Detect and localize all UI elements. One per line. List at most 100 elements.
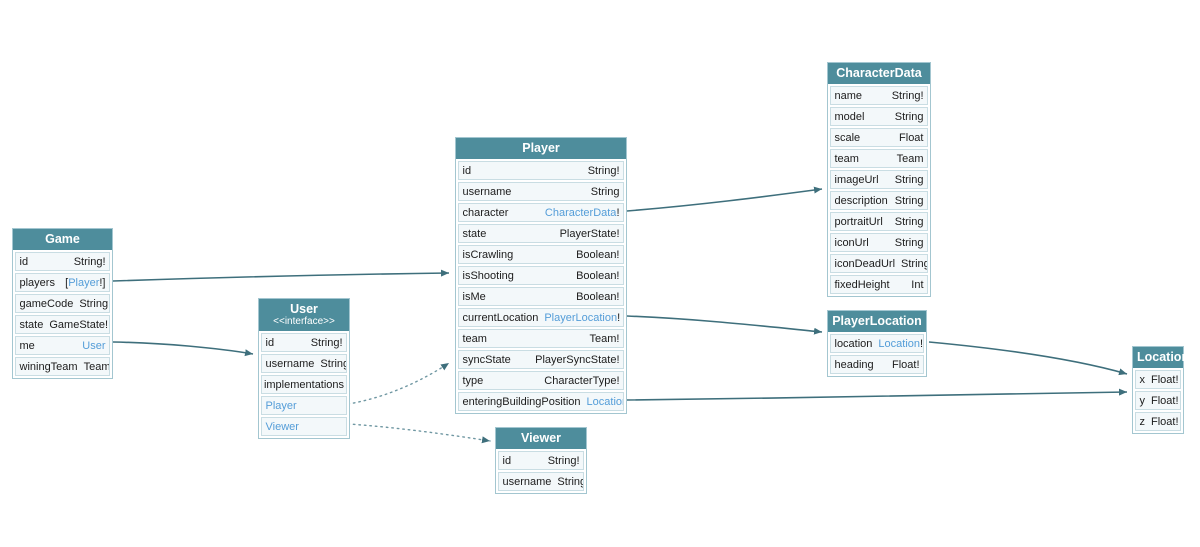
field-name: enteringBuildingPosition [462,395,581,408]
type-text: String! [891,89,924,102]
type-text: Team [896,152,924,165]
field-name: isCrawling [462,248,514,261]
field-row-characterdata-team[interactable]: team Team [830,149,928,168]
type-link[interactable]: CharacterData [544,206,617,219]
type-text: !] [99,276,106,289]
field-name: state [462,227,487,240]
field-row-playerlocation-location[interactable]: location Location! [830,334,924,353]
type-title-characterdata[interactable]: CharacterData [828,63,930,84]
type-text: Float! [1151,415,1179,428]
type-title-player[interactable]: Player [456,138,626,159]
field-name: syncState [462,353,511,366]
type-title-viewer[interactable]: Viewer [496,428,586,449]
type-title-text: Player [522,141,560,155]
field-row-player-currentlocation[interactable]: currentLocation PlayerLocation! [458,308,624,327]
type-link[interactable]: Location [878,337,921,350]
field-type: Float! [1151,374,1179,386]
field-row-player-enteringbuildingposition[interactable]: enteringBuildingPosition Location [458,392,624,411]
field-row-characterdata-imageurl[interactable]: imageUrl String [830,170,928,189]
field-name: players [19,276,55,289]
type-text: Float! [1151,373,1179,386]
field-type: PlayerLocation! [544,312,620,324]
field-type: Float! [1151,416,1179,428]
field-type: String [901,258,927,270]
edge-user-viewer-to-viewer [347,423,491,444]
type-text: PlayerSyncState! [535,353,620,366]
type-text: String [894,173,924,186]
field-type: PlayerSyncState! [535,354,619,366]
field-name: team [834,152,859,165]
possible-type-row-viewer[interactable]: Viewer [261,417,347,436]
type-link[interactable]: PlayerLocation [544,311,618,324]
field-type: String [557,476,583,488]
edge-player-character-to-characterdata [626,186,823,212]
field-name: currentLocation [462,311,539,324]
field-type: [Player!] [65,277,105,289]
edge-game-players-to-player [112,269,450,282]
field-name: model [834,110,865,123]
edge-player-currentlocation-to-playerlocation [626,315,823,335]
field-name: location [834,337,873,350]
type-text: ! [920,337,924,350]
field-type: String [895,216,924,228]
field-row-player-syncstate[interactable]: syncState PlayerSyncState! [458,350,624,369]
field-name: imageUrl [834,173,879,186]
type-link[interactable]: Player [265,399,297,412]
type-link[interactable]: Location [586,395,624,408]
type-text: String! [587,164,620,177]
field-name: heading [834,358,874,371]
type-title-location[interactable]: Location [1133,347,1189,368]
type-link[interactable]: User [82,339,106,352]
type-link[interactable]: Player [68,276,100,289]
type-title-text: Viewer [520,431,562,445]
field-type: Boolean! [576,270,619,282]
type-title-playerlocation[interactable]: PlayerLocation [828,311,926,332]
type-title-game[interactable]: Game [13,229,112,250]
field-name: description [834,194,888,207]
possible-type-row-player[interactable]: Player [261,396,347,415]
type-title-user[interactable]: User<<interface>> [259,299,349,331]
type-link[interactable]: Viewer [265,420,299,433]
implementations-section-row: implementations [261,375,347,394]
field-type: String [320,358,346,370]
field-row-game-players[interactable]: players [Player!] [15,273,110,292]
type-text: String! [73,255,106,268]
field-type: Team! [590,333,620,345]
type-text: Team! [589,332,620,345]
